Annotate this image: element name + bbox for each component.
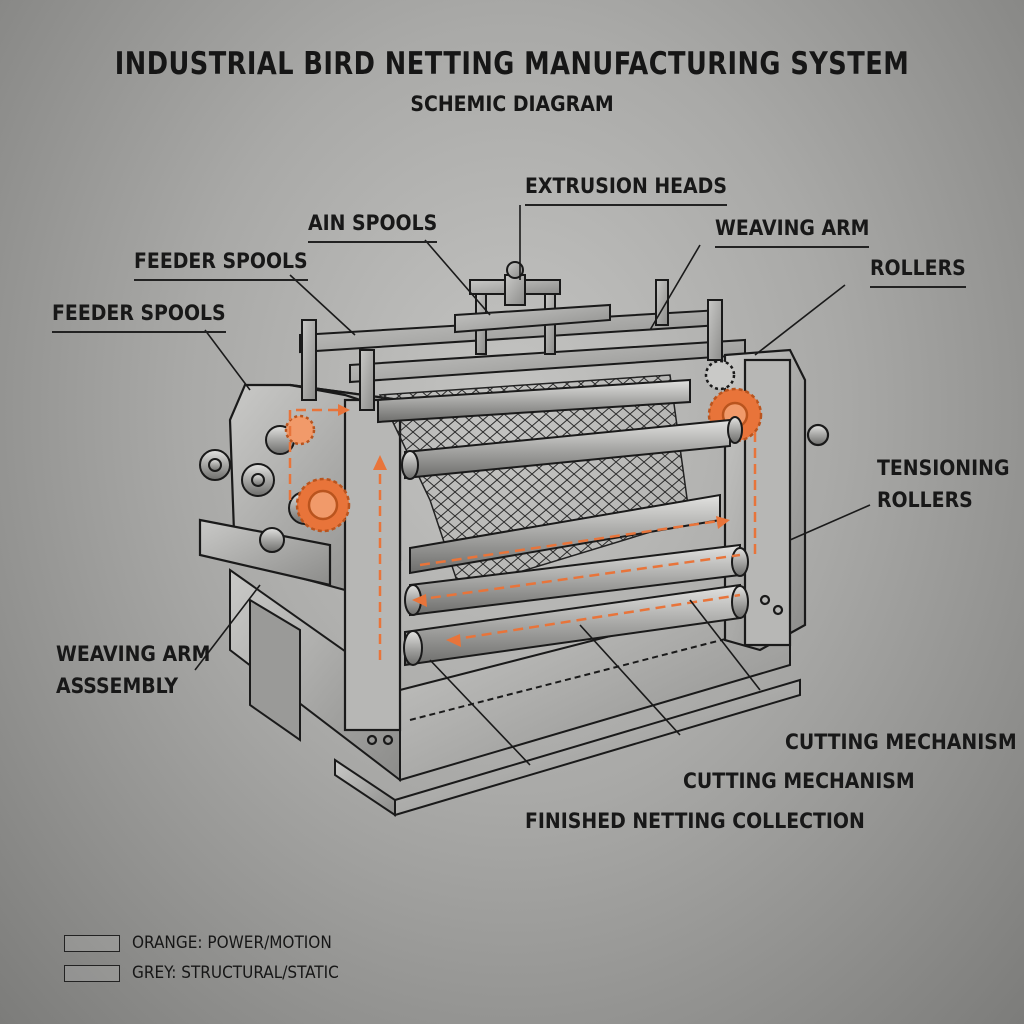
label-weaving-assembly-line2: ASSSEMBLY: [56, 674, 179, 698]
label-feeder-spools-top: FEEDER SPOOLS: [134, 245, 308, 281]
overhead-frame: [299, 261, 746, 411]
legend-item-power: ORANGE: POWER/MOTION: [64, 928, 339, 958]
label-weaving-assembly-line1: WEAVING ARM: [56, 642, 211, 666]
legend-swatch-power: [64, 934, 120, 952]
leader-lines: [194, 205, 871, 766]
label-weaving-arm-assembly: WEAVING ARM ASSSEMBLY: [56, 638, 210, 702]
label-rollers: ROLLERS: [870, 252, 966, 288]
legend-text-structural: GREY: STRUCTURAL/STATIC: [132, 963, 339, 983]
legend-text-power: ORANGE: POWER/MOTION: [132, 933, 332, 953]
label-extrusion-heads: EXTRUSION HEADS: [525, 170, 727, 206]
base-frame: [229, 568, 801, 817]
diagram-subtitle: SCHEMIC DIAGRAM: [410, 92, 614, 116]
label-feeder-spools-left: FEEDER SPOOLS: [52, 297, 226, 333]
label-weaving-arm: WEAVING ARM: [715, 212, 870, 248]
label-cutting-mechanism: CUTTING MECHANISM: [683, 769, 915, 793]
legend-swatch-structural: [64, 964, 120, 982]
label-finished-netting: FINISHED NETTING COLLECTION: [525, 809, 865, 833]
label-tensioning-line2: ROLLERS: [877, 488, 973, 512]
diagram-title: INDUSTRIAL BIRD NETTING MANUFACTURING SY…: [114, 46, 910, 82]
label-cutting-mechanism-right: CUTTING MECHANISM: [785, 730, 1017, 754]
arrow-heads: [338, 404, 730, 647]
label-ain-spools: AIN SPOOLS: [308, 207, 438, 243]
legend: ORANGE: POWER/MOTION GREY: STRUCTURAL/ST…: [64, 928, 339, 988]
label-tensioning-line1: TENSIONING: [877, 456, 1010, 480]
legend-item-structural: GREY: STRUCTURAL/STATIC: [64, 958, 339, 988]
left-drive-gear: [284, 414, 351, 533]
label-tensioning-rollers: TENSIONING ROLLERS: [877, 452, 1009, 516]
